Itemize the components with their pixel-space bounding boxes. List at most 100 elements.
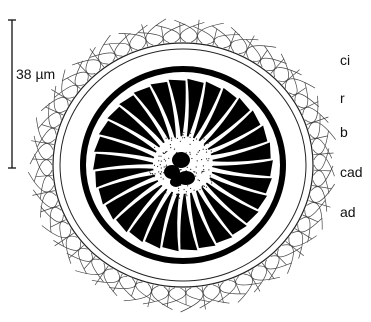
stipple-dot [175, 137, 176, 138]
stipple-dot [186, 195, 187, 196]
cilium [55, 85, 78, 97]
stipple-dot [203, 149, 204, 150]
cilium [236, 276, 261, 285]
stipple-dot [161, 161, 162, 162]
cilium [300, 101, 318, 110]
stipple-dot [180, 169, 181, 170]
cilium [41, 125, 57, 130]
label-ci: ci [340, 52, 350, 68]
cilium [69, 245, 84, 258]
stipple-dot [206, 158, 207, 159]
stipple-dot [184, 137, 185, 138]
cilium [262, 263, 274, 279]
stipple-dot [174, 149, 175, 150]
cilium [28, 172, 54, 192]
cilium [40, 192, 56, 218]
cilium [119, 34, 146, 49]
stipple-dot [206, 187, 207, 188]
stipple-dot [149, 171, 150, 172]
cilium [162, 288, 186, 305]
stipple-dot [184, 189, 185, 190]
stipple-dot [158, 160, 159, 161]
cilium [36, 117, 55, 143]
cilium [277, 247, 301, 257]
stipple-dot [150, 155, 151, 156]
cilium [231, 27, 247, 53]
stipple-dot [163, 178, 164, 179]
stipple-dot [208, 169, 209, 170]
stipple-dot [151, 156, 152, 157]
cilium [286, 241, 304, 255]
cilium [180, 22, 181, 42]
stipple-dot [163, 192, 164, 193]
cilium [40, 176, 53, 199]
cilium [146, 19, 166, 45]
stipple-dot [162, 141, 163, 142]
cilium [254, 266, 266, 292]
stipple-dot [183, 132, 184, 133]
stipple-dot [199, 194, 200, 195]
cilium [34, 136, 52, 159]
stipple-dot [150, 173, 151, 174]
label-cad: cad [340, 164, 363, 180]
stipple-dot [190, 188, 191, 189]
stipple-dot [198, 152, 199, 153]
stipple-dot [159, 187, 160, 188]
stipple-dot [196, 166, 197, 167]
stipple-dot [158, 171, 159, 172]
stipple-dot [193, 140, 194, 141]
cilium [286, 79, 316, 89]
cilium [109, 44, 118, 59]
cilium [275, 253, 287, 265]
stipple-dot [161, 171, 162, 172]
stipple-dot [199, 189, 200, 190]
stipple-dot [160, 164, 161, 165]
cilium [265, 260, 292, 269]
cilium [198, 23, 224, 43]
scale-bar-label: 38 µm [16, 66, 55, 82]
stipple-dot [204, 145, 205, 146]
stipple-dot [186, 152, 187, 153]
stipple-dot [206, 152, 207, 153]
stipple-dot [211, 150, 212, 151]
stipple-dot [196, 138, 197, 139]
stipple-dot [154, 147, 155, 148]
cilium [310, 184, 335, 202]
stipple-dot [163, 152, 164, 153]
stipple-dot [195, 176, 196, 177]
cilium [42, 226, 71, 238]
stipple-dot [190, 154, 191, 155]
cilium [131, 280, 137, 296]
stipple-dot [185, 196, 186, 197]
stipple-dot [177, 138, 178, 139]
cilium [260, 58, 286, 67]
stipple-dot [201, 159, 202, 160]
cilium [92, 259, 104, 282]
stipple-dot [193, 171, 194, 172]
cilium [32, 159, 52, 160]
stipple-dot [165, 160, 166, 161]
stipple-dot [196, 172, 197, 173]
stipple-dot [196, 154, 197, 155]
stipple-dot [190, 137, 191, 138]
stipple-dot [178, 190, 179, 191]
cilium [99, 35, 111, 64]
cilium [148, 285, 153, 307]
stipple-dot [197, 160, 198, 161]
stipple-dot [176, 194, 177, 195]
stipple-dot [199, 150, 200, 151]
stipple-dot [210, 175, 211, 176]
stipple-dot [158, 156, 159, 157]
cilium [62, 70, 74, 99]
stipple-dot [166, 138, 167, 139]
stipple-dot [204, 186, 205, 187]
cilium [310, 115, 320, 139]
stipple-dot [190, 169, 191, 170]
cilium [305, 96, 318, 123]
stipple-dot [179, 198, 180, 199]
cilium [307, 117, 329, 125]
cilium [180, 22, 204, 42]
stipple-dot [186, 194, 187, 195]
cilium [314, 171, 329, 194]
